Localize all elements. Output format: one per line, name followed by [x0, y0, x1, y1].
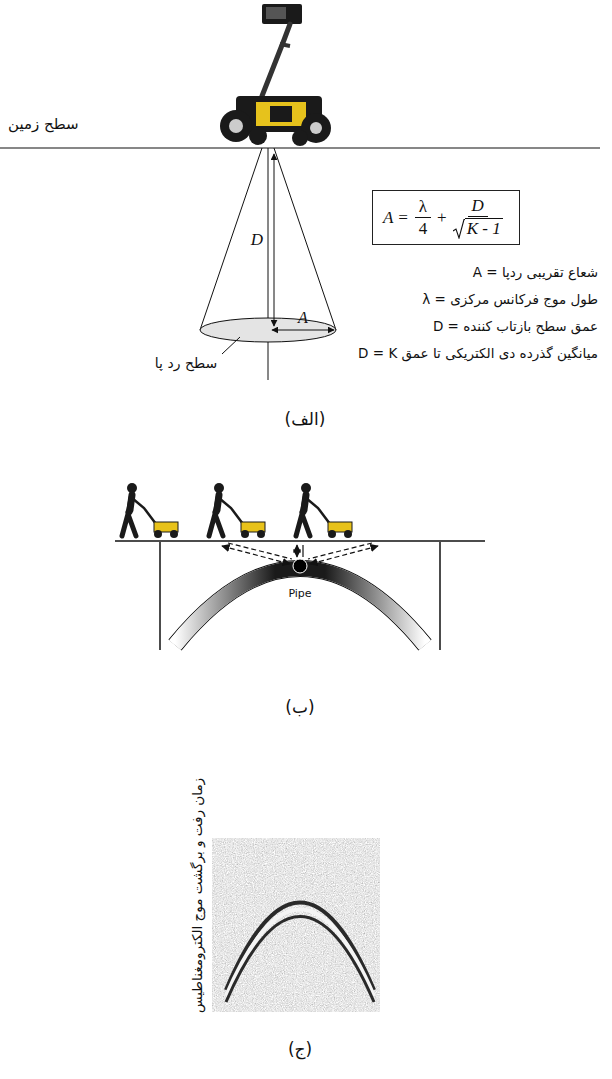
footprint-cone [200, 148, 336, 380]
gpr-cart-part [220, 110, 252, 142]
formula-text: K - 1 [465, 218, 503, 239]
fraction: λ4 [415, 197, 431, 239]
pipe-label: Pipe [288, 587, 311, 601]
wave-paths-part [302, 545, 303, 557]
survey-walkers [122, 483, 352, 538]
section-wall [159, 542, 161, 650]
definition-text: میانگین گذرده دی الکتریکی تا عمق D = K [358, 345, 598, 362]
gpr-cart-part [270, 106, 292, 122]
wave-paths-part [228, 543, 292, 559]
radical-sign [453, 219, 465, 239]
panel-label: (ب) [285, 697, 314, 718]
hyperbola-band-part [175, 569, 425, 646]
survey-walkers-part [209, 483, 265, 538]
footprint-label: سطح رد پا [155, 355, 217, 373]
formula-text: 4 [419, 219, 428, 239]
radargram-part [226, 910, 374, 997]
formula-text: λ [415, 197, 431, 218]
wave-paths-part [296, 545, 297, 557]
gpr-cart-part [292, 130, 308, 146]
hyperbola-band-part [175, 569, 425, 646]
panel-label: (ج) [288, 1039, 312, 1060]
formula-text: A = [383, 208, 409, 228]
pipe-symbol [293, 559, 307, 573]
panel-label: (الف) [285, 409, 326, 430]
definition-text: طول موج فرکانس مرکزی = λ [422, 291, 598, 308]
gpr-cart-part [310, 122, 322, 134]
depth-symbol: D [251, 229, 263, 250]
denominator: K - 1 [453, 217, 503, 239]
wave-paths [222, 543, 378, 564]
denominator: 4 [419, 218, 428, 239]
survey-walkers-part [122, 483, 178, 538]
gpr-cart-part [262, 24, 290, 96]
footprint-cone-part [274, 148, 336, 330]
gpr-cart-part [262, 4, 302, 24]
footprint-cone-part [272, 330, 334, 331]
fraction: DK - 1 [453, 196, 503, 239]
gpr-cart-part [266, 7, 286, 19]
radargram [212, 838, 380, 1012]
wave-paths-part [222, 546, 290, 564]
footprint-cone-part [268, 148, 269, 380]
ground-line [115, 540, 485, 542]
radargram-part [226, 917, 374, 1003]
footprint-cone-part [200, 318, 336, 342]
radical-sign-part [453, 220, 465, 239]
gpr-cart-part [249, 127, 267, 145]
radius-symbol: A [298, 308, 308, 328]
formula-box: A = λ4 + DK - 1 [372, 190, 520, 245]
definition-text: شعاع تقریبی ردپا = A [473, 264, 598, 281]
hyperbola-band-part [175, 569, 425, 646]
gpr-cart-part [280, 44, 290, 46]
gpr-cart-part [229, 119, 243, 133]
wave-paths-part [310, 546, 378, 564]
hyperbola-band [175, 569, 425, 646]
definition-text: عمق سطح بازتاب کننده = D [433, 318, 598, 335]
footprint-cone-part [274, 154, 275, 326]
section-wall [439, 542, 441, 650]
wave-paths-part [308, 543, 372, 559]
survey-walkers-part [296, 483, 352, 538]
formula-text: D [468, 196, 488, 217]
axis-label: زمان رفت و برگشت موج الکترومغناطیس [190, 777, 207, 1012]
ground-line [0, 147, 600, 148]
footprint-cone-part [222, 337, 240, 354]
gpr-cart-part [256, 102, 306, 126]
radargram-part [212, 838, 380, 1012]
formula-text: + [437, 208, 447, 228]
gpr-cart [220, 4, 331, 146]
ground-label: سطح زمین [8, 115, 79, 134]
